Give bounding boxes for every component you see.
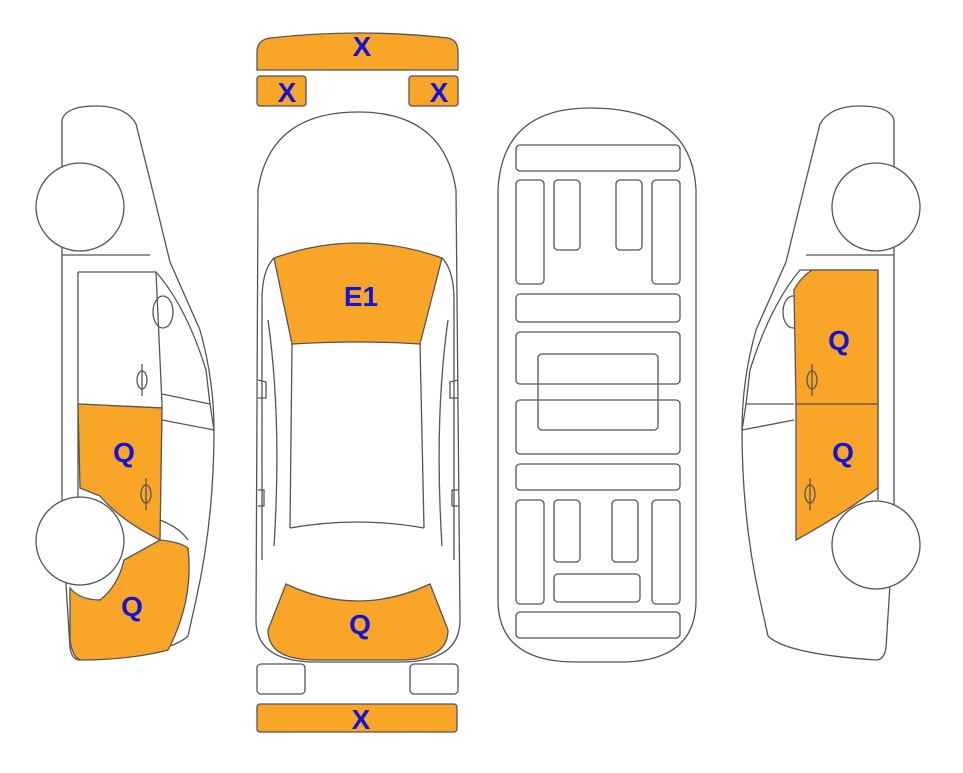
left-rear-door-label: Q bbox=[113, 437, 135, 468]
left-rear-wheel bbox=[35, 496, 125, 586]
mirror-right-label: X bbox=[430, 77, 449, 108]
right-front-wheel bbox=[831, 162, 921, 252]
rear-bumper-top-part[interactable]: Q bbox=[267, 583, 449, 661]
car-right-side-view: Q Q bbox=[741, 105, 921, 661]
car-left-side-view: Q Q bbox=[35, 105, 215, 661]
windshield-part[interactable]: E1 bbox=[273, 242, 443, 345]
right-front-door-label: Q bbox=[828, 325, 850, 356]
windshield-label: E1 bbox=[344, 281, 378, 312]
right-rear-door-label: Q bbox=[832, 437, 854, 468]
right-front-door-part[interactable]: Q bbox=[793, 269, 879, 405]
car-underside-view bbox=[497, 107, 697, 663]
car-top-view: E1 Q bbox=[255, 111, 461, 663]
rear-bumper-bar-label: X bbox=[352, 704, 371, 735]
right-rear-door-part[interactable]: Q bbox=[795, 403, 879, 542]
right-rear-wheel bbox=[831, 500, 921, 590]
rear-bumper-top-label: Q bbox=[349, 609, 371, 640]
rear-bumper-bar-part[interactable]: X bbox=[256, 703, 458, 735]
mirror-left-part[interactable]: X bbox=[256, 75, 307, 108]
tail-light-right-part[interactable] bbox=[409, 663, 459, 695]
roof-bar-part[interactable]: X bbox=[256, 31, 459, 71]
left-rear-quarter-label: Q bbox=[121, 591, 143, 622]
roof-bar-label: X bbox=[353, 31, 372, 62]
left-rear-quarter-part[interactable]: Q bbox=[69, 539, 190, 661]
mirror-left-label: X bbox=[278, 77, 297, 108]
left-front-wheel bbox=[35, 162, 125, 252]
tail-light-left-part[interactable] bbox=[256, 663, 306, 695]
mirror-right-part[interactable]: X bbox=[408, 75, 459, 108]
